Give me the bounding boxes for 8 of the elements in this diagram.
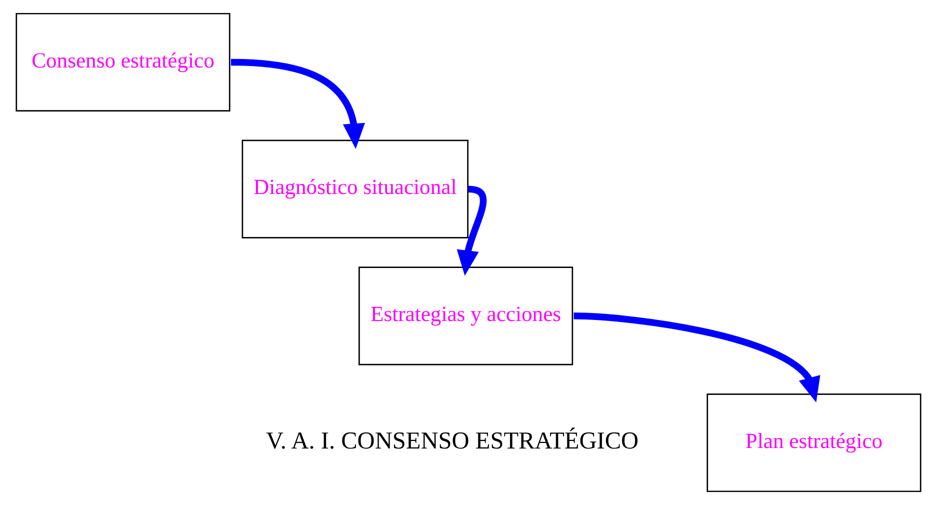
arrow	[456, 186, 486, 276]
node-box: Consenso estratégico	[15, 12, 230, 112]
arrow	[230, 58, 364, 149]
node-box: Plan estratégico	[706, 394, 921, 492]
node-box: Estrategias y acciones	[358, 266, 573, 366]
label: V. A. I. CONSENSO ESTRATÉGICO	[266, 428, 638, 455]
arrow	[573, 312, 820, 402]
node-box: Diagnóstico situacional	[241, 140, 468, 238]
